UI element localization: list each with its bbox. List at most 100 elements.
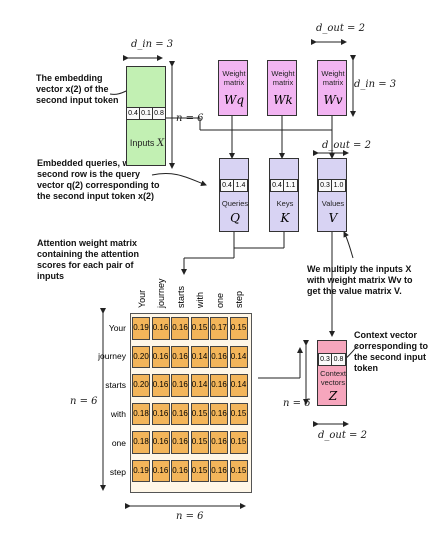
input-value: 0.4: [126, 107, 140, 120]
attention-row-label: starts: [105, 380, 126, 390]
attention-col-label: Your: [137, 289, 147, 308]
weight-symbol: Wq: [223, 93, 244, 107]
d-out-mid-label: d_out = 2: [322, 140, 371, 151]
annotation-line: Context vector: [354, 330, 418, 340]
inputs-symbol: X: [156, 138, 165, 149]
attention-cell: 0.18: [132, 402, 150, 425]
n-context-label: n = 6: [283, 398, 311, 409]
attention-cell: 0.16: [210, 459, 228, 482]
attention-cell: 0.14: [229, 374, 248, 397]
attention-col-label: one: [215, 292, 225, 308]
d-in-top-label: d_in = 3: [131, 39, 174, 50]
weight-caption: Weight matrix: [318, 69, 348, 87]
annotation-line: containing the attention: [37, 249, 139, 259]
keys-matrix: 0.4 1.1 Keys K: [269, 158, 299, 232]
attention-cell: 0.16: [151, 345, 170, 368]
attention-cell: 0.14: [190, 345, 209, 368]
annotation-multiply: We multiply the inputs X with weight mat…: [307, 264, 413, 297]
attention-cell: 0.14: [190, 374, 209, 397]
queries-symbol: Q: [230, 211, 240, 225]
keys-symbol: K: [280, 211, 290, 225]
inputs-caption-text: Inputs: [129, 138, 155, 148]
values-caption: Values: [321, 199, 345, 208]
attention-cell: 0.15: [190, 431, 209, 454]
inputs-caption: Inputs X: [127, 138, 167, 149]
n-attn-bottom-label: n = 6: [176, 511, 204, 522]
weight-symbol: Wk: [273, 93, 293, 107]
n-attn-side-label: n = 6: [70, 396, 98, 407]
annotation-embedding: The embedding vector x(2) of the second …: [36, 73, 119, 106]
attention-cell: 0.17: [210, 317, 228, 340]
weight-caption: Weight matrix: [268, 69, 298, 87]
annotation-line: second row is the query: [37, 169, 141, 179]
annotation-line: Embedded queries, where the: [37, 158, 165, 168]
annotation-line: The embedding: [36, 73, 103, 83]
annotation-line: the second input token x(2): [37, 191, 155, 201]
attention-cell: 0.16: [210, 431, 228, 454]
weight-caption-line: matrix: [223, 78, 245, 87]
attention-cell: 0.19: [132, 317, 150, 340]
attention-row-label: with: [110, 409, 126, 419]
attention-cell: 0.16: [171, 459, 189, 482]
attention-cell: 0.16: [151, 431, 170, 454]
n-input-label: n = 6: [176, 113, 204, 124]
value-value: 1.0: [331, 179, 346, 192]
attention-col-label: starts: [176, 285, 186, 308]
attention-col-label: with: [195, 291, 205, 308]
query-value: 0.4: [220, 179, 234, 192]
attention-cell: 0.16: [151, 459, 170, 482]
annotation-line: corresponding to: [354, 341, 428, 351]
annotation-line: inputs: [37, 271, 64, 281]
attention-cell: 0.15: [229, 431, 248, 454]
query-value: 1.4: [233, 179, 248, 192]
attention-cell: 0.15: [190, 459, 209, 482]
attention-cell: 0.16: [171, 402, 189, 425]
d-out-top-label: d_out = 2: [316, 23, 365, 34]
annotation-line: the second input: [354, 352, 426, 362]
weight-symbol: Wv: [323, 93, 343, 107]
annotation-queries: Embedded queries, where the second row i…: [37, 158, 165, 202]
attention-cell: 0.16: [171, 317, 189, 340]
weight-matrix-wk: Weight matrix Wk: [267, 60, 297, 116]
annotation-context: Context vector corresponding to the seco…: [354, 330, 428, 374]
annotation-line: get the value matrix V.: [307, 286, 402, 296]
weight-caption-line: matrix: [272, 78, 294, 87]
attention-cell: 0.20: [132, 374, 150, 397]
annotation-line: vector x(2) of the: [36, 84, 109, 94]
context-caption: Context vectors: [318, 369, 348, 387]
annotation-line: token: [354, 363, 379, 373]
attention-cell: 0.16: [151, 374, 170, 397]
attention-cell: 0.16: [171, 345, 189, 368]
annotation-line: Attention weight matrix: [37, 238, 138, 248]
weight-caption-line: Weight: [271, 69, 295, 78]
weight-caption-line: matrix: [322, 78, 344, 87]
inputs-matrix: 0.4 0.1 0.8 Inputs X: [126, 66, 166, 166]
d-out-bottom-label: d_out = 2: [318, 430, 367, 441]
attention-row-label: Your: [108, 323, 126, 333]
d-in-side-label: d_in = 3: [354, 79, 397, 90]
attention-cell: 0.15: [190, 402, 209, 425]
attention-cell: 0.15: [229, 402, 248, 425]
input-value: 0.1: [139, 107, 153, 120]
attention-cell: 0.16: [171, 374, 189, 397]
attention-cell: 0.20: [132, 345, 150, 368]
queries-caption: Queries: [221, 199, 249, 208]
context-vectors: 0.3 0.8 Context vectors Z: [317, 340, 347, 406]
input-value: 0.8: [152, 107, 166, 120]
annotation-line: We multiply the inputs X: [307, 264, 412, 274]
attention-cell: 0.15: [229, 317, 248, 340]
attention-row-label: one: [111, 438, 126, 448]
values-matrix: 0.3 1.0 Values V: [317, 158, 347, 232]
weight-matrix-wq: Weight matrix Wq: [218, 60, 248, 116]
context-value: 0.3: [318, 353, 332, 366]
keys-caption: Keys: [276, 199, 294, 208]
weight-caption-line: Weight: [222, 69, 246, 78]
annotation-attention: Attention weight matrix containing the a…: [37, 238, 139, 282]
annotation-line: second input token: [36, 95, 119, 105]
attention-cell: 0.19: [132, 459, 150, 482]
attention-cell: 0.16: [171, 431, 189, 454]
attention-cell: 0.14: [229, 345, 248, 368]
